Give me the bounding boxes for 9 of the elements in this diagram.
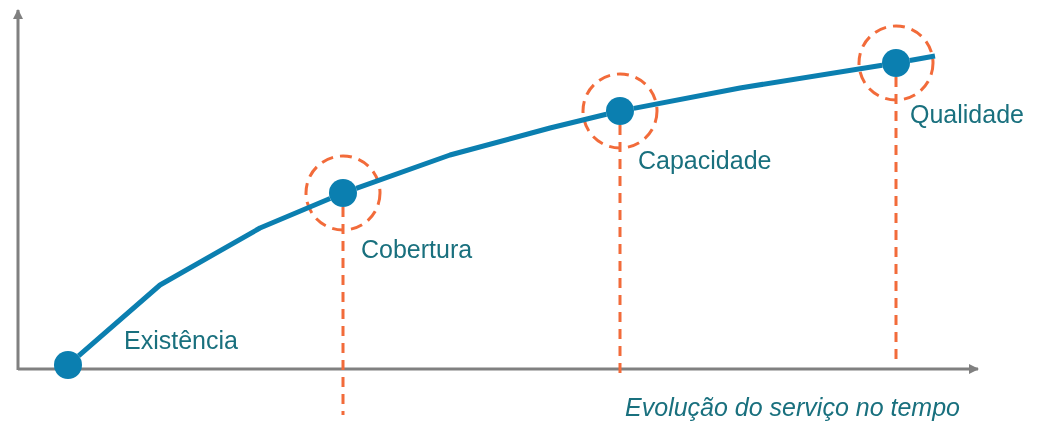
axis-title: Evolução do serviço no tempo — [625, 393, 960, 422]
curve-segment — [633, 62, 883, 111]
point-label: Existência — [124, 326, 238, 355]
curve-segment — [355, 111, 607, 191]
curve-segment — [909, 53, 936, 63]
point-label: Qualidade — [910, 100, 1024, 129]
curve-segment — [76, 196, 332, 358]
point-label: Capacidade — [638, 146, 772, 175]
point-label: Cobertura — [361, 235, 473, 264]
